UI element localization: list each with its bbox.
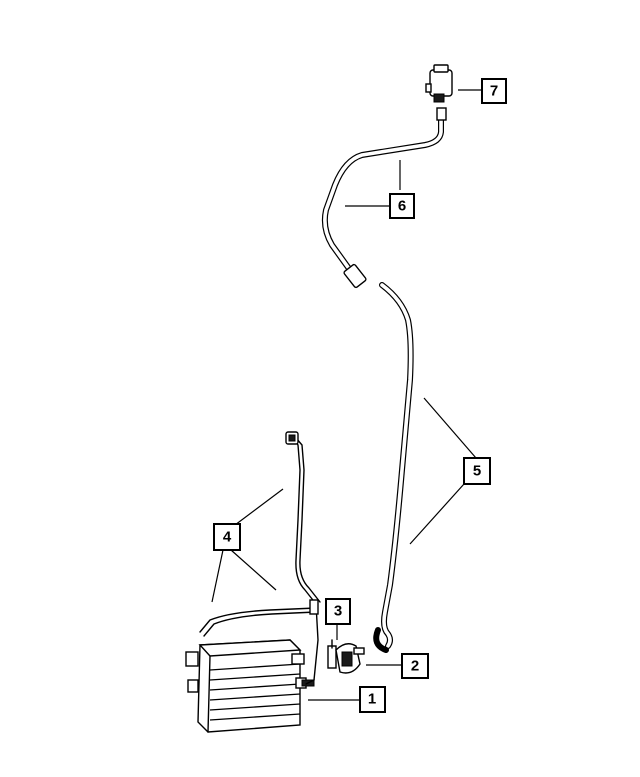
callout-4: 4	[213, 523, 241, 551]
callout-5: 5	[463, 457, 491, 485]
vapor-hose-lower[interactable]	[373, 282, 414, 653]
callout-3: 3	[325, 598, 351, 625]
pump-bracket[interactable]	[327, 639, 337, 669]
callout-label: 7	[490, 83, 498, 100]
callout-6: 6	[389, 193, 415, 219]
callout-2: 2	[401, 653, 429, 679]
callout-1: 1	[359, 686, 386, 713]
callout-label: 6	[398, 198, 406, 215]
leader-lines	[211, 89, 482, 701]
callout-label: 2	[411, 658, 419, 675]
callout-label: 3	[334, 603, 342, 620]
vapor-canister[interactable]	[185, 639, 315, 733]
vapor-harness[interactable]	[199, 431, 321, 681]
callout-label: 1	[368, 691, 376, 708]
vapor-hose-upper[interactable]	[321, 107, 447, 289]
callout-label: 5	[473, 463, 481, 480]
leak-detection-pump[interactable]	[335, 643, 365, 674]
callout-label: 4	[223, 529, 232, 546]
purge-valve[interactable]	[425, 64, 453, 103]
callout-7: 7	[481, 78, 507, 104]
